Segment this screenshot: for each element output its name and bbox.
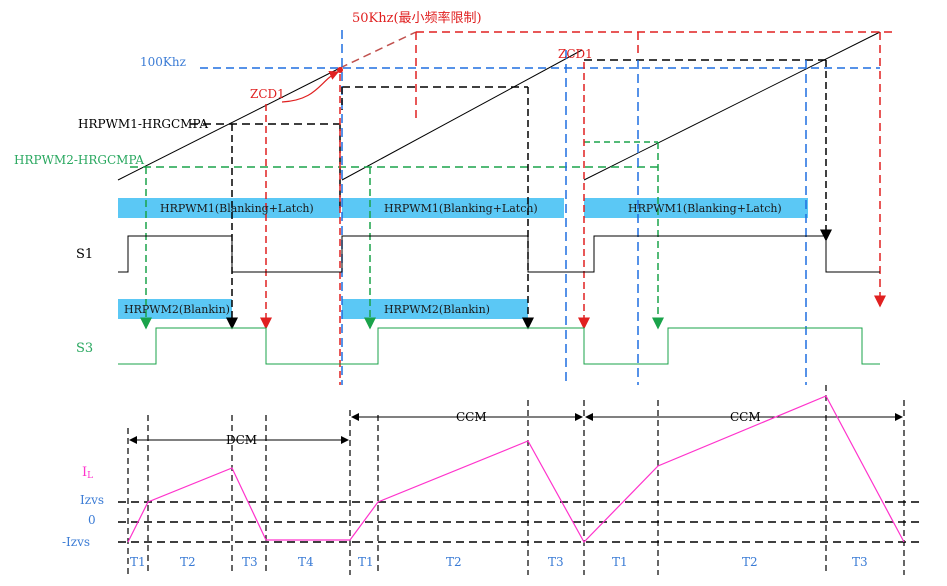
interval-label-6: T2 bbox=[446, 555, 462, 569]
il-label: IL bbox=[82, 465, 93, 481]
s1-waveform bbox=[118, 235, 880, 273]
interval-label-4: T4 bbox=[298, 555, 314, 569]
hrpwm1-bands bbox=[118, 198, 808, 218]
interval-label-8: T1 bbox=[612, 555, 628, 569]
hrpwm2-band-2 bbox=[342, 299, 528, 319]
hrpwm1-band-1 bbox=[118, 198, 340, 218]
freq-100k-label: 100Khz bbox=[140, 55, 186, 69]
mode-label-ccm-2: CCM bbox=[730, 410, 761, 424]
il-waveform bbox=[127, 395, 905, 543]
izvs-pos-label: Izvs bbox=[80, 493, 104, 507]
il-label-sub: L bbox=[87, 471, 93, 481]
mode-label-ccm-1: CCM bbox=[456, 410, 487, 424]
hrpwm1-band-3-label: HRPWM1(Blanking+Latch) bbox=[628, 202, 782, 215]
mode-label-dcm: DCM bbox=[226, 433, 257, 447]
zcd-label-2: ZCD1 bbox=[558, 47, 593, 61]
hrpwm1-band-3 bbox=[584, 198, 808, 218]
zcd-label-1: ZCD1 bbox=[250, 87, 285, 101]
izvs-neg-label: -Izvs bbox=[62, 535, 90, 549]
zero-label: 0 bbox=[88, 513, 96, 527]
zcd-point-1 bbox=[337, 67, 343, 73]
hrpwm1-band-2 bbox=[342, 198, 564, 218]
hrpwm1-cmp-label: HRPWM1-HRGCMPA bbox=[78, 117, 208, 131]
hrpwm2-band-1-label: HRPWM2(Blankin) bbox=[124, 303, 230, 316]
il-label-main: I bbox=[82, 465, 87, 480]
ramp-2 bbox=[341, 49, 583, 181]
interval-label-3: T3 bbox=[242, 555, 258, 569]
interval-markers bbox=[127, 385, 905, 575]
s3-waveform bbox=[118, 327, 880, 365]
interval-label-10: T3 bbox=[852, 555, 868, 569]
interval-label-9: T2 bbox=[742, 555, 758, 569]
s1-label: S1 bbox=[76, 247, 93, 262]
interval-label-7: T3 bbox=[548, 555, 564, 569]
hrpwm1-band-2-label: HRPWM1(Blanking+Latch) bbox=[384, 202, 538, 215]
s3-label: S3 bbox=[76, 341, 93, 356]
interval-label-2: T2 bbox=[180, 555, 196, 569]
freq-50k-label: 50Khz(最小频率限制) bbox=[352, 10, 482, 26]
hrpwm2-band-2-label: HRPWM2(Blankin) bbox=[384, 303, 490, 316]
zcd-curve-1 bbox=[281, 71, 340, 103]
hrpwm2-cmp-label: HRPWM2-HRGCMPA bbox=[14, 153, 144, 167]
interval-label-5: T1 bbox=[358, 555, 374, 569]
freq-50k-diag bbox=[339, 31, 417, 69]
hrpwm1-band-1-label: HRPWM1(Blanking+Latch) bbox=[160, 202, 314, 215]
interval-label-1: T1 bbox=[130, 555, 146, 569]
ramp-3 bbox=[583, 31, 881, 181]
